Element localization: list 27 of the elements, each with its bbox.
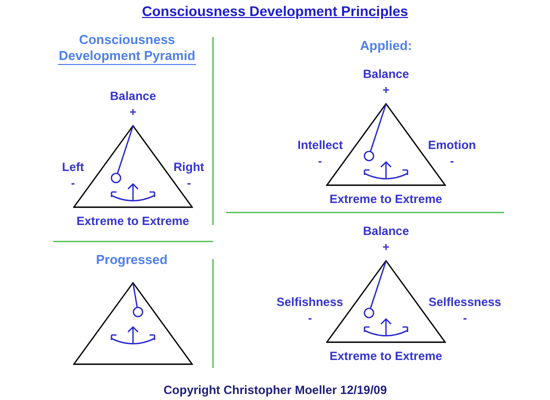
side-label: Emotion <box>428 138 476 152</box>
apex-label: Balance <box>363 67 410 81</box>
side-label: Right <box>174 160 204 174</box>
sign-label: - <box>71 176 75 190</box>
side-label: Left <box>62 160 84 174</box>
side-label: Intellect <box>298 138 343 152</box>
sign-label: - <box>450 154 454 168</box>
base-label: Extreme to Extreme <box>330 349 442 363</box>
sign-label: - <box>318 154 322 168</box>
sign-label: - <box>308 311 312 325</box>
apex-label: Balance <box>110 89 156 103</box>
sign-label: + <box>382 240 390 254</box>
pyramid-triangle <box>73 282 193 365</box>
title: Consciousness Development Principles <box>142 4 408 18</box>
base-label: Extreme to Extreme <box>330 192 442 206</box>
copyright-note: Copyright Christopher Moeller 12/19/09 <box>164 383 387 397</box>
sign-label: + <box>382 83 390 97</box>
section-heading: Applied: <box>360 39 412 53</box>
sign-label: - <box>463 311 467 325</box>
side-label: Selfishness <box>276 295 344 309</box>
section-heading: Progressed <box>96 253 168 267</box>
sign-label: - <box>187 176 191 190</box>
base-label: Extreme to Extreme <box>76 214 190 228</box>
side-label: Selflessness <box>428 295 502 309</box>
sign-label: + <box>130 105 137 119</box>
section-heading: Consciousness Development Pyramid <box>58 32 196 64</box>
apex-label: Balance <box>363 224 410 238</box>
